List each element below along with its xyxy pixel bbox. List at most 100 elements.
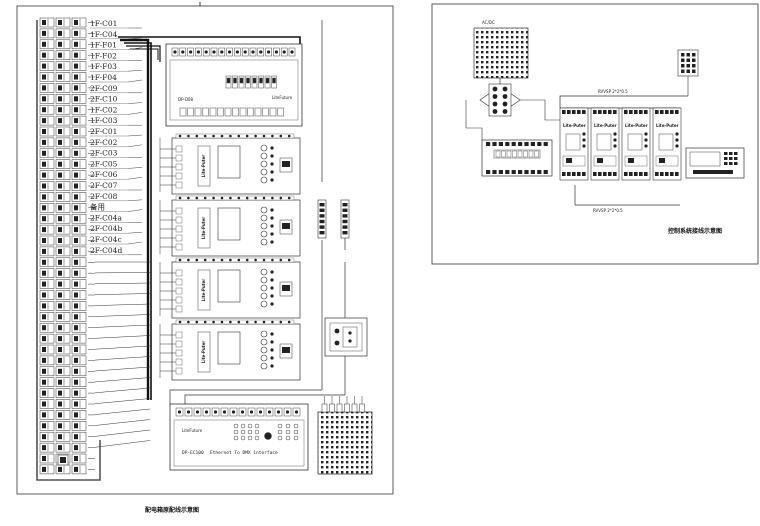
breaker-unit [55, 344, 71, 355]
dimmer-module: Lite-Puter [159, 133, 301, 195]
breaker-handle [74, 30, 78, 36]
terminal-screw [186, 410, 191, 414]
right-caption: 控制系统接线示意图 [668, 227, 722, 235]
dimmer-led [270, 286, 274, 290]
terminal [634, 172, 638, 176]
breaker-handle [58, 41, 62, 47]
breaker-unit [55, 431, 71, 442]
dimmer-led [270, 146, 274, 150]
terminal [543, 142, 548, 146]
terminal-screw [282, 50, 286, 54]
breaker-unit [39, 181, 55, 191]
terminal [603, 172, 607, 176]
terminal-screw [195, 196, 199, 200]
keypad-key [681, 69, 685, 73]
terminal [655, 172, 659, 176]
breaker-unit [55, 203, 71, 213]
dimmer-led [270, 232, 274, 236]
junction-block [465, 83, 560, 140]
dimmer-top-rail [175, 257, 295, 263]
terminal [665, 172, 669, 176]
breaker-unit [55, 72, 71, 82]
psu-terminal [351, 403, 358, 413]
breaker-unit [55, 213, 71, 224]
bus-label-bottom: RVVSP 2*2*0.5 [593, 208, 623, 213]
breaker-unit [71, 159, 87, 169]
dimmer-led [270, 170, 274, 174]
breaker-handle [58, 238, 62, 243]
terminal [511, 170, 516, 174]
breaker-label: 2F-C01 [90, 127, 117, 136]
terminal [582, 172, 586, 176]
terminal [639, 110, 643, 114]
breaker-handle [58, 30, 62, 36]
breaker-handle [58, 129, 62, 134]
terminal-screw [235, 50, 239, 54]
breaker-handle [74, 445, 78, 451]
breaker-unit [71, 442, 87, 453]
interface-key [233, 435, 239, 441]
rdimmer-port-inner [659, 158, 665, 163]
breaker-unit [71, 203, 87, 213]
breaker-unit [55, 137, 71, 148]
terminal-screw [203, 258, 207, 262]
label-leader [127, 102, 143, 104]
breaker-unit [71, 72, 87, 82]
label-leader [127, 199, 143, 202]
terminal-screw [203, 196, 207, 200]
breaker-label: 2F-C05 [90, 159, 118, 168]
breaker-unit [39, 301, 55, 311]
breaker-unit [39, 421, 55, 431]
interface-key [247, 423, 253, 429]
breaker-unit [71, 268, 87, 278]
breaker-handle [58, 401, 62, 407]
terminal [608, 172, 612, 176]
dimmer-led [270, 278, 274, 282]
label-leader [127, 176, 143, 180]
connector-pin [319, 214, 325, 218]
relay-switch [501, 150, 506, 158]
dimmer-display [217, 207, 241, 241]
interface-key [729, 162, 733, 165]
breaker-unit [71, 61, 87, 71]
breaker-unit [71, 39, 87, 50]
breaker-handle [42, 129, 46, 134]
dimmer-knob [260, 176, 268, 184]
breaker-handle [58, 270, 62, 276]
breaker-handle [58, 248, 62, 254]
breaker-handle [42, 325, 46, 331]
terminal-screw [195, 134, 199, 138]
breaker-label: 2F-C04b [90, 224, 122, 233]
relay-switch [534, 150, 539, 158]
terminal-screw [178, 320, 182, 324]
terminal-screw [274, 50, 278, 54]
connector-pin [342, 231, 348, 235]
terminal [598, 172, 602, 176]
top-relay-module: DP-D08 LiteFuture [165, 43, 303, 127]
breaker-handle [74, 74, 78, 80]
breaker-unit [71, 322, 87, 333]
connector-strips [317, 199, 350, 239]
interface-key [254, 429, 260, 435]
breaker-label: 2F-C07 [90, 181, 118, 190]
breaker-column [39, 17, 95, 475]
breaker-handle [42, 336, 46, 342]
breaker-unit [71, 410, 87, 420]
breaker-handle [58, 434, 62, 440]
dimmer-port-inner [282, 347, 290, 353]
terminal-screw [267, 50, 271, 54]
psu-terminal [359, 403, 365, 413]
terminal-screw [237, 258, 241, 262]
breaker-unit [71, 366, 87, 377]
terminal [486, 142, 491, 146]
breaker-unit [39, 115, 55, 126]
psu-terminal [336, 403, 343, 413]
breaker-handle [74, 314, 78, 320]
rdimmer-port [562, 155, 586, 167]
right-dimmer-unit: Lite-Puter [590, 107, 620, 181]
interface-key [724, 157, 728, 160]
breaker-unit [39, 94, 55, 104]
breaker-label: 1F-C01 [90, 19, 117, 28]
keypad-key [686, 58, 690, 62]
breaker-label: 1F-F01 [90, 41, 117, 50]
